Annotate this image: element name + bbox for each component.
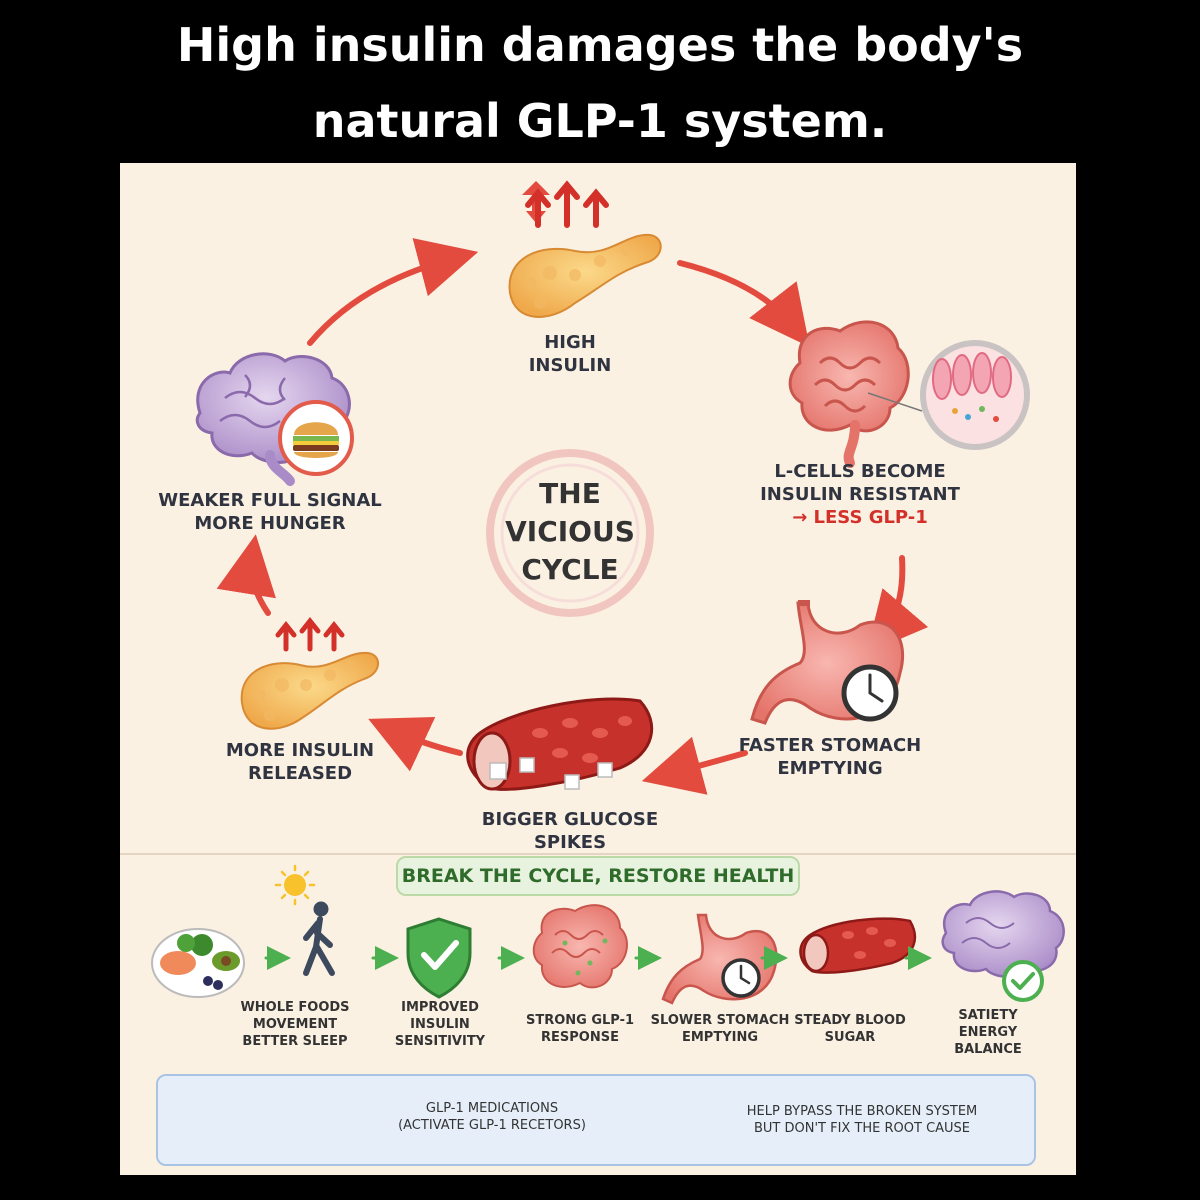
pancreas-icon xyxy=(508,233,662,318)
healthy-blood-vessel-icon xyxy=(799,917,917,974)
healthy-brain-icon xyxy=(941,890,1065,978)
arrow-stomach-to-glucose xyxy=(641,736,748,795)
arrow-insulin-to-lcells xyxy=(677,260,810,347)
healthy-intestine-icon xyxy=(532,904,628,989)
section-divider xyxy=(120,853,1076,855)
medication-label: GLP-1 MEDICATIONS(ACTIVATE GLP-1 RECETOR… xyxy=(398,1101,586,1133)
clock-icon xyxy=(841,664,899,722)
vicious-cycle-ring xyxy=(486,449,654,617)
burger-icon xyxy=(278,400,354,476)
blood-vessel-icon xyxy=(466,697,654,791)
arrow-insulin-to-hunger xyxy=(216,534,276,616)
clock-icon-2 xyxy=(721,958,761,998)
triple-up-arrow-icon xyxy=(525,180,609,228)
intestine-icon xyxy=(788,320,910,468)
page-title-line-1: High insulin damages the body's xyxy=(176,18,1024,72)
plate-icon xyxy=(151,928,245,998)
checkmark-circle-icon xyxy=(1002,960,1044,1002)
arrow-hunger-to-insulin xyxy=(307,238,479,346)
arrow-glucose-to-insulin xyxy=(368,717,463,772)
walking-person-icon xyxy=(303,901,335,976)
shield-check-icon xyxy=(406,917,472,999)
pancreas-icon-2 xyxy=(240,651,379,730)
break-cycle-banner: BREAK THE CYCLE, RESTORE HEALTH xyxy=(396,856,800,896)
sun-icon xyxy=(274,864,316,906)
l-cells-magnifier-icon xyxy=(867,340,1030,450)
page-title-line-2: natural GLP-1 system. xyxy=(312,94,888,148)
triple-up-arrow-icon-2 xyxy=(275,616,345,652)
healthy-stomach-icon xyxy=(661,913,778,1005)
medication-box xyxy=(156,1074,1036,1166)
